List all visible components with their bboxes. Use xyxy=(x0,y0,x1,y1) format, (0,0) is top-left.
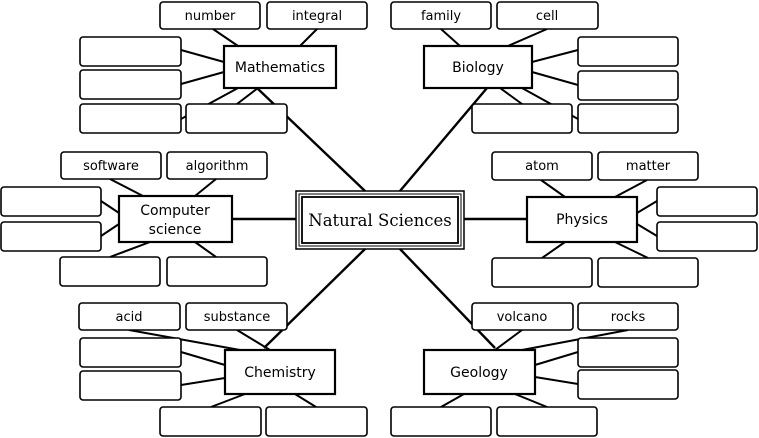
answer-box-biology-4[interactable] xyxy=(577,103,679,134)
word-acid: acid xyxy=(116,310,143,325)
word-family: family xyxy=(421,9,461,24)
branch-biology: Biology family cell xyxy=(390,1,679,134)
answer-box-geology-1[interactable] xyxy=(577,337,679,368)
answer-box-mathematics-4[interactable] xyxy=(185,103,288,134)
topic-box-computer-science xyxy=(117,194,234,244)
answer-box-geology-3[interactable] xyxy=(390,406,492,437)
word-cell: cell xyxy=(536,9,558,24)
topic-label-geology: Geology xyxy=(450,365,508,381)
topic-label-physics: Physics xyxy=(556,212,608,228)
answer-box-biology-2[interactable] xyxy=(577,70,679,101)
branch-chemistry: Chemistry acid substance xyxy=(78,302,368,437)
answer-box-chemistry-3[interactable] xyxy=(159,406,262,437)
answer-box-mathematics-1[interactable] xyxy=(79,36,182,67)
branch-geology: Geology volcano rocks xyxy=(390,302,679,437)
word-box-algorithm xyxy=(166,151,268,180)
answer-box-geology-4[interactable] xyxy=(496,406,598,437)
answer-box-biology-3[interactable] xyxy=(471,103,573,134)
answer-box-chemistry-4[interactable] xyxy=(265,406,368,437)
topic-label-computer-science-line2: science xyxy=(149,222,202,238)
branch-physics: Physics atom matter xyxy=(491,151,758,288)
answer-box-biology-1[interactable] xyxy=(577,36,679,67)
branch-connectors xyxy=(100,28,658,408)
word-box-integral xyxy=(266,1,368,30)
word-volcano: volcano xyxy=(497,310,548,325)
word-number: number xyxy=(185,9,236,24)
word-box-volcano xyxy=(471,302,574,331)
branch-mathematics: Mathematics number integral xyxy=(79,1,368,134)
word-box-rocks xyxy=(577,302,679,331)
word-integral: integral xyxy=(292,9,342,24)
topic-box-biology xyxy=(422,44,534,90)
topic-label-biology: Biology xyxy=(452,60,504,76)
topic-box-geology xyxy=(422,348,537,396)
word-box-acid xyxy=(78,302,181,331)
topic-label-computer-science-line1: Computer xyxy=(140,203,210,219)
answer-box-physics-4[interactable] xyxy=(597,257,699,288)
word-box-matter xyxy=(597,151,699,181)
word-box-family xyxy=(390,1,492,30)
answer-box-mathematics-2[interactable] xyxy=(79,69,182,100)
word-box-cell xyxy=(496,1,599,30)
word-box-number xyxy=(159,1,261,30)
word-software: software xyxy=(83,159,139,174)
answer-box-geology-2[interactable] xyxy=(577,369,679,400)
center-node: Natural Sciences xyxy=(295,190,465,250)
answer-box-computer-science-2[interactable] xyxy=(0,221,102,252)
center-label: Natural Sciences xyxy=(308,211,451,230)
answer-box-physics-2[interactable] xyxy=(656,221,758,252)
answer-box-physics-1[interactable] xyxy=(656,186,758,217)
word-substance: substance xyxy=(204,310,271,325)
topic-box-chemistry xyxy=(223,348,337,396)
answer-box-physics-3[interactable] xyxy=(491,257,593,288)
answer-box-computer-science-4[interactable] xyxy=(166,256,268,287)
topic-label-chemistry: Chemistry xyxy=(244,365,316,381)
answer-box-chemistry-1[interactable] xyxy=(79,337,182,368)
topic-label-mathematics: Mathematics xyxy=(235,60,325,76)
topic-box-mathematics xyxy=(222,44,338,90)
answer-box-computer-science-1[interactable] xyxy=(0,186,102,217)
answer-box-chemistry-2[interactable] xyxy=(79,370,182,401)
word-box-substance xyxy=(185,302,288,331)
answer-box-mathematics-3[interactable] xyxy=(79,103,182,134)
word-box-atom xyxy=(491,151,593,181)
answer-box-computer-science-3[interactable] xyxy=(59,256,161,287)
branch-computer-science: Computer science software algorithm xyxy=(0,151,268,287)
word-rocks: rocks xyxy=(611,310,646,325)
word-atom: atom xyxy=(525,159,559,174)
word-algorithm: algorithm xyxy=(186,159,249,174)
word-box-software xyxy=(60,151,162,180)
topic-box-physics xyxy=(525,195,639,244)
word-matter: matter xyxy=(626,159,671,174)
